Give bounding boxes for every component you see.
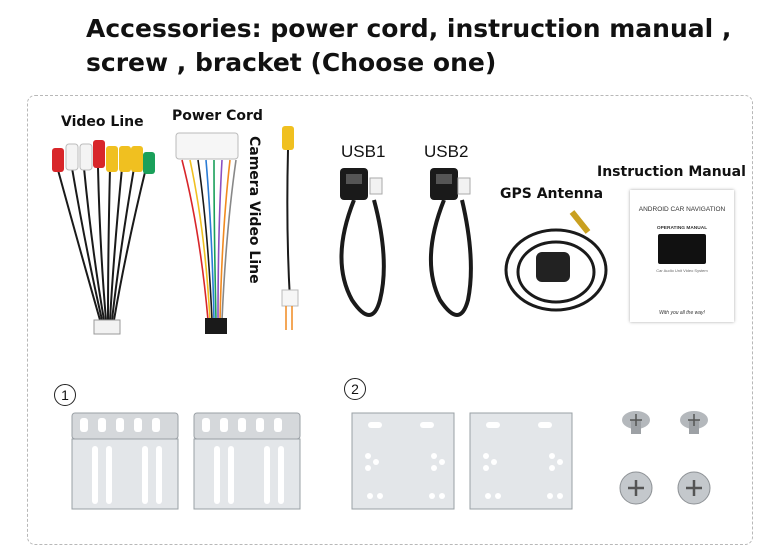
headline-line-1: Accessories: power cord, instruction man… xyxy=(86,14,732,43)
manual-subtitle: OPERATING MANUAL xyxy=(656,226,708,231)
instruction-manual-cover: ANDROID CAR NAVIGATION OPERATING MANUAL … xyxy=(630,190,734,322)
bracket-option-1 xyxy=(71,412,301,510)
usb2-cable xyxy=(428,168,473,317)
manual-screen-image xyxy=(658,234,706,264)
screw-icon xyxy=(677,471,711,505)
usb1-cable xyxy=(339,168,386,317)
bracket-left-b xyxy=(193,412,301,510)
screw-icon xyxy=(622,411,650,434)
bracket-plate-a xyxy=(351,412,455,510)
usb2-label: USB2 xyxy=(424,142,469,161)
manual-caption: Car Audio Unit Video System xyxy=(656,268,708,273)
bracket-left-a xyxy=(71,412,179,510)
gps-antenna-label: GPS Antenna xyxy=(500,186,604,202)
video-line-harness xyxy=(52,140,155,335)
power-cord-harness xyxy=(175,132,239,334)
bracket-plate-b xyxy=(469,412,573,510)
bracket-option-2 xyxy=(351,412,573,510)
bracket-option-2-number: 2 xyxy=(344,378,366,400)
usb1-label: USB1 xyxy=(341,142,386,161)
manual-cover-title: ANDROID CAR NAVIGATION xyxy=(638,206,726,213)
power-cord-label: Power Cord xyxy=(172,108,263,124)
bracket-option-1-number: 1 xyxy=(54,384,76,406)
manual-footer: With you all the way! xyxy=(659,310,705,316)
camera-video-line xyxy=(281,126,299,330)
screw-icon xyxy=(619,471,653,505)
instruction-manual-label: Instruction Manual xyxy=(597,164,746,180)
accessories-panel xyxy=(27,95,753,545)
screw-icon xyxy=(680,411,708,434)
gps-antenna xyxy=(504,210,608,312)
screws xyxy=(619,411,711,505)
page-headline: Accessories: power cord, instruction man… xyxy=(86,12,766,80)
headline-line-2: screw , bracket (Choose one) xyxy=(86,48,497,77)
video-line-label: Video Line xyxy=(61,114,144,130)
